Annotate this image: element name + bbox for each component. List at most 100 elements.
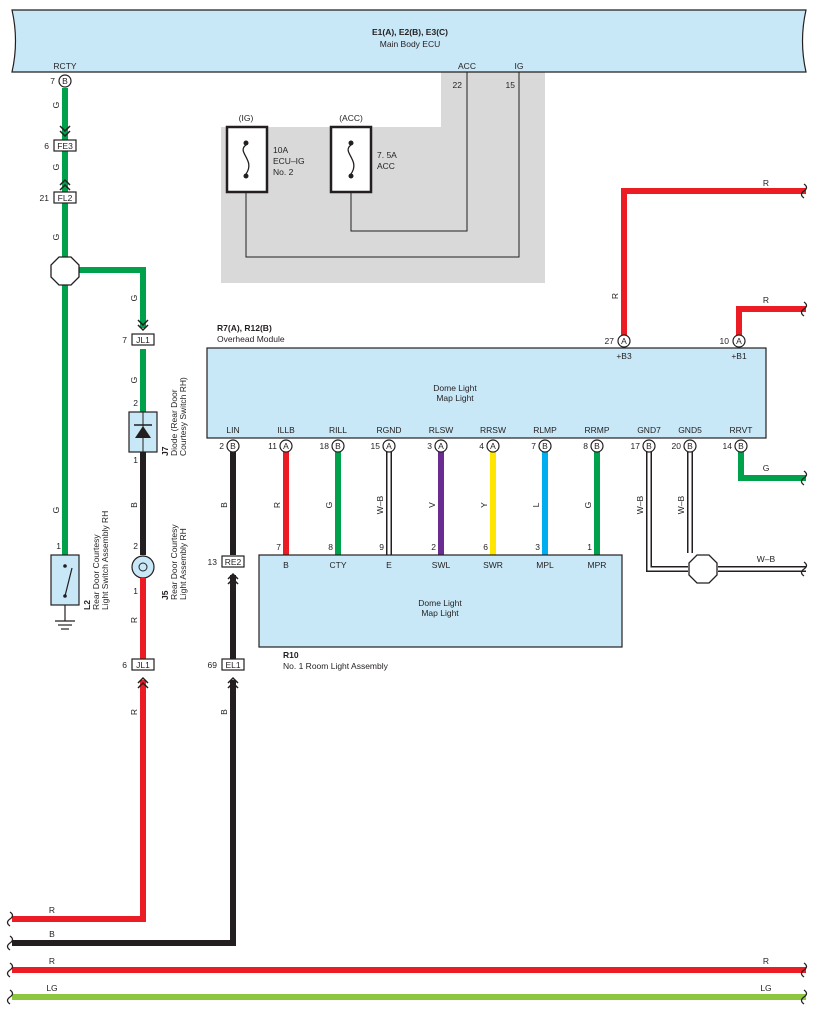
overhead-pin-conn: A — [283, 441, 289, 451]
overhead-pin-number: 4 — [479, 441, 484, 451]
wire-label-r: R — [763, 178, 769, 188]
overhead-pin-circle — [331, 439, 345, 453]
b1-conn: A — [736, 336, 742, 346]
l2-pin: 1 — [56, 541, 61, 551]
wire-break-marks — [6, 183, 808, 1005]
overhead-pin-circle — [538, 439, 552, 453]
l2-desc2: Light Switch Assembly RH — [100, 511, 110, 610]
connector-chevron-icon — [227, 572, 239, 585]
ecu-name: E1(A), E2(B), E3(C) — [372, 27, 448, 37]
overhead-pin-number: 20 — [672, 441, 682, 451]
wire-label-lg: LG — [46, 983, 57, 993]
l2-switch — [50, 554, 80, 606]
wire-red-lamp-bus — [12, 680, 146, 922]
wire-break-icon — [800, 962, 808, 978]
overhead-pin-number: 2 — [219, 441, 224, 451]
j7-desc2: Courtesy Switch RH) — [178, 377, 188, 456]
wire-label-g: G — [51, 164, 61, 171]
wire-black-lin-bus — [12, 680, 236, 946]
fuse-ecu-ig — [225, 125, 269, 194]
fuse-acc — [329, 125, 373, 194]
overhead-pin-number: 3 — [427, 441, 432, 451]
wire-label-g: G — [324, 502, 334, 509]
connector-jl1-top — [131, 333, 155, 346]
connector-re2-label: RE2 — [225, 557, 242, 567]
overhead-pin-circle — [434, 439, 448, 453]
connector-el1-pin: 69 — [208, 660, 218, 670]
room-light-pin-number: 3 — [535, 542, 540, 552]
connector-fl2-label: FL2 — [58, 193, 73, 203]
wire-green-rrvt — [738, 452, 806, 481]
connector-jl1-bot — [131, 658, 155, 671]
overhead-pin-number: 18 — [320, 441, 330, 451]
overhead-pin-number: 8 — [583, 441, 588, 451]
wire-break-icon — [800, 989, 808, 1005]
overhead-pin-circle — [590, 439, 604, 453]
overhead-pin-conn: B — [738, 441, 744, 451]
ecu-rcty-label: RCTY — [53, 61, 76, 71]
wire-label-wb: W–B — [676, 495, 686, 514]
room-light-pin-number: 9 — [379, 542, 384, 552]
room-light-id: R10 — [283, 650, 299, 660]
wire-break-icon — [6, 935, 14, 951]
room-light-pin-label: SWR — [483, 560, 503, 570]
ecu-acc-label: ACC — [458, 61, 476, 71]
overhead-inner2: Map Light — [436, 393, 474, 403]
room-light-pin-number: 1 — [587, 542, 592, 552]
ecu-ig-pin: 15 — [506, 80, 516, 90]
rcty-pin — [58, 74, 72, 88]
j5-desc1: Rear Door Courtesy — [169, 524, 179, 600]
overhead-pin-number: 7 — [531, 441, 536, 451]
overhead-pin-label: GND7 — [637, 425, 661, 435]
wire-label-b: B — [219, 709, 229, 715]
fuse-ig-rating: 10A — [273, 145, 288, 155]
wire-label-b: B — [129, 502, 139, 508]
wire-break-icon — [6, 911, 14, 927]
room-light-pin-label: E — [386, 560, 392, 570]
overhead-pin-label: GND5 — [678, 425, 702, 435]
overhead-pin-conn: B — [335, 441, 341, 451]
room-light-pin-label: CTY — [330, 560, 347, 570]
overhead-pin-circle — [226, 439, 240, 453]
fuse-acc-label: (ACC) — [339, 113, 363, 123]
wire-break-icon — [800, 301, 808, 317]
overhead-pin-conn: B — [594, 441, 600, 451]
room-light-pin-number: 8 — [328, 542, 333, 552]
connector-re2-pin: 13 — [208, 557, 218, 567]
wire-label-g: G — [51, 507, 61, 514]
room-light-pin-number: 7 — [276, 542, 281, 552]
wire-break-icon — [800, 470, 808, 486]
fuse-ig-num: No. 2 — [273, 167, 294, 177]
b1-label: +B1 — [731, 351, 747, 361]
overhead-pin-circle — [642, 439, 656, 453]
b1-pin — [732, 334, 746, 348]
connector-chevron-icon — [59, 178, 71, 191]
room-light-pin-label: MPR — [588, 560, 607, 570]
connector-chevron-icon — [59, 125, 71, 138]
overhead-pin-conn: B — [542, 441, 548, 451]
connector-chevron-icon — [137, 319, 149, 332]
j5-pin-bot: 1 — [133, 586, 138, 596]
overhead-pin-label: ILLB — [277, 425, 295, 435]
overhead-pin-conn: B — [230, 441, 236, 451]
connector-re2 — [221, 555, 245, 568]
rcty-pin-num: 7 — [50, 76, 55, 86]
j5-desc2: Light Assembly RH — [178, 528, 188, 600]
overhead-pin-number: 17 — [631, 441, 641, 451]
overhead-name: R7(A), R12(B) — [217, 323, 272, 333]
wire-break-icon — [6, 989, 14, 1005]
wire-label-y: Y — [479, 502, 489, 508]
wire-green-left — [62, 88, 146, 555]
connector-fl2-pin: 21 — [40, 193, 50, 203]
connector-fe3-pin: 6 — [44, 141, 49, 151]
connector-chevron-icon — [137, 676, 149, 689]
wire-label-g: G — [51, 234, 61, 241]
overhead-pin-label: RGND — [376, 425, 401, 435]
wire-label-r: R — [610, 293, 620, 299]
overhead-pin-label: RRSW — [480, 425, 506, 435]
overhead-module-box — [206, 347, 767, 439]
wire-label-b: B — [219, 502, 229, 508]
overhead-pin-conn: A — [386, 441, 392, 451]
overhead-desc: Overhead Module — [217, 334, 285, 344]
